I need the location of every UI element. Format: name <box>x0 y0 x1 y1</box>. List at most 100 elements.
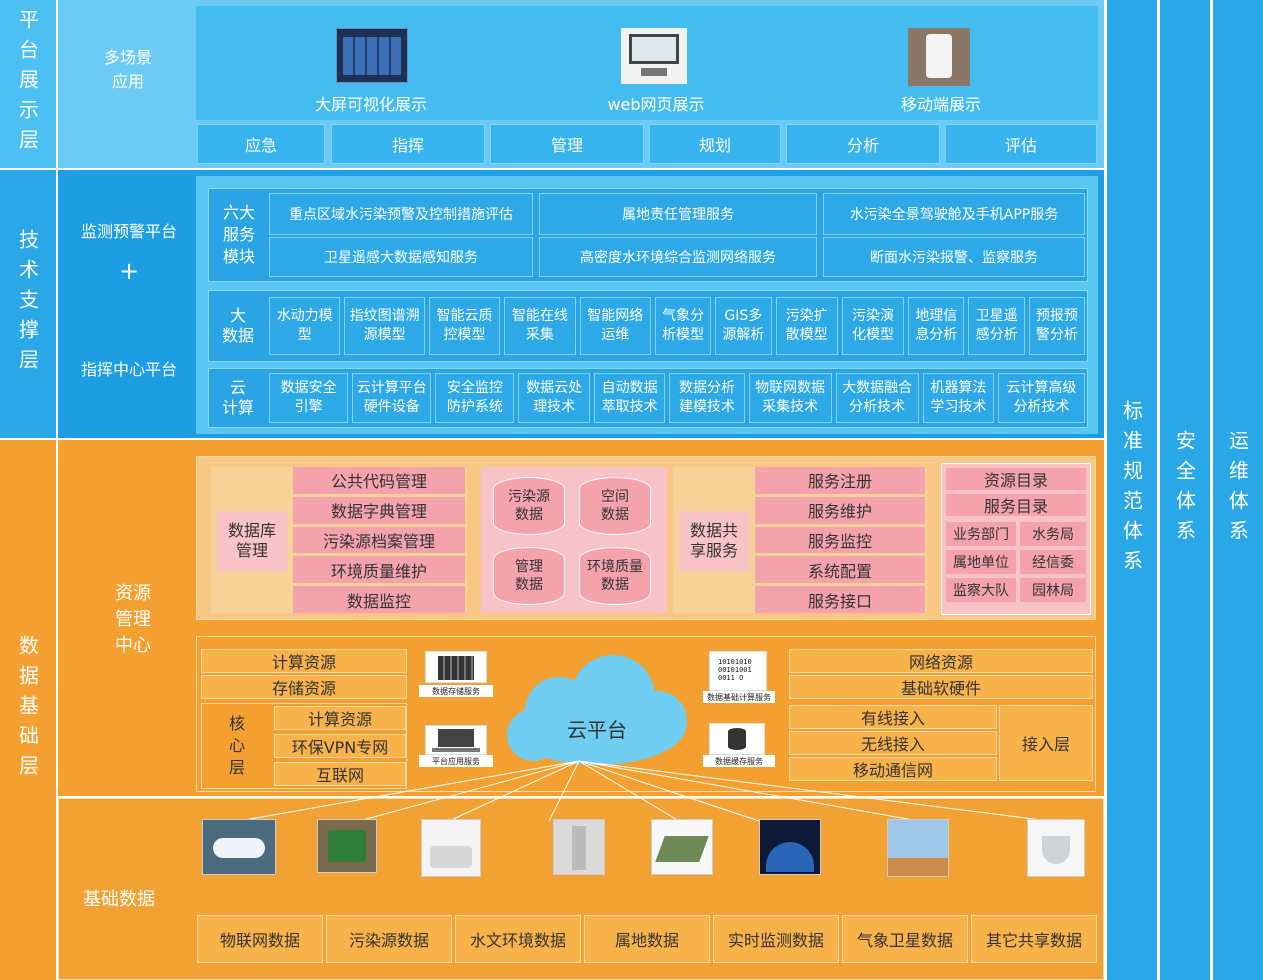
monitor-platform-label: 监测预警平台 <box>80 222 177 241</box>
cloud-platform-box: 计算资源 存储资源 核 心 层 计算资源 环保VPN专网 互联网 数据存储服务 … <box>196 636 1096 792</box>
db-spatial: 空间 数据 <box>579 477 651 535</box>
cloud-data-processing[interactable]: 数据云处 理技术 <box>518 373 590 423</box>
platform-panel: 多场景 应用 大屏可视化展示 web网页展示 移动端展示 应急 指挥 管理 规划… <box>58 0 1104 168</box>
share-interface[interactable]: 服务接口 <box>755 586 925 613</box>
service-section-alarm[interactable]: 断面水污染报警、监察服务 <box>823 237 1085 277</box>
camera-image <box>1027 819 1085 877</box>
column-ops: 运维体系 <box>1213 0 1263 980</box>
access-wired[interactable]: 有线接入 <box>789 705 997 729</box>
weather-station-image <box>887 819 949 877</box>
service-monitor-network[interactable]: 高密度水环境综合监测网络服务 <box>539 237 817 277</box>
tab-command[interactable]: 指挥 <box>331 124 485 164</box>
item-forecast[interactable]: 预报预 警分析 <box>1028 297 1086 355</box>
item-network-ops[interactable]: 智能网络 运维 <box>579 297 651 355</box>
share-group: 数据共 享服务 服务注册 服务维护 服务监控 系统配置 服务接口 <box>673 467 927 613</box>
cache-service-label: 数据缓存服务 <box>703 755 775 767</box>
item-gis[interactable]: GIS多 源解析 <box>715 297 772 355</box>
cloud-data-extract[interactable]: 自动数据 萃取技术 <box>593 373 666 423</box>
tab-manage[interactable]: 管理 <box>490 124 644 164</box>
core-internet[interactable]: 互联网 <box>274 762 406 786</box>
service-cockpit-app[interactable]: 水污染全景驾驶舱及手机APP服务 <box>823 193 1085 235</box>
model-diffusion[interactable]: 污染扩 散模型 <box>775 297 838 355</box>
column-standards-label: 标准规范体系 <box>1119 400 1144 580</box>
tab-evaluate[interactable]: 评估 <box>945 124 1097 164</box>
access-wireless[interactable]: 无线接入 <box>789 731 997 755</box>
display-big-screen: 大屏可视化展示 <box>314 95 427 114</box>
tab-emergency[interactable]: 应急 <box>197 124 325 164</box>
service-territorial[interactable]: 属地责任管理服务 <box>539 193 817 235</box>
catalog-water-bureau[interactable]: 水务局 <box>1020 522 1086 546</box>
mgmt-data-dictionary[interactable]: 数据字典管理 <box>293 496 465 524</box>
network-resource[interactable]: 网络资源 <box>789 649 1093 673</box>
mgmt-public-code[interactable]: 公共代码管理 <box>293 467 465 494</box>
catalog-inspection-team[interactable]: 监察大队 <box>946 578 1016 602</box>
service-regional-warning[interactable]: 重点区域水污染预警及控制措施评估 <box>269 193 533 235</box>
catalog-territorial-unit[interactable]: 属地单位 <box>946 550 1016 574</box>
base-realtime[interactable]: 实时监测数据 <box>713 915 839 963</box>
base-hydrology[interactable]: 水文环境数据 <box>455 915 581 963</box>
share-maintain[interactable]: 服务维护 <box>755 496 925 524</box>
catalog-economic-commission[interactable]: 经信委 <box>1020 550 1086 574</box>
access-mobile[interactable]: 移动通信网 <box>789 757 997 781</box>
core-layer-label: 核 心 层 <box>228 714 245 777</box>
basic-hardware[interactable]: 基础软硬件 <box>789 675 1093 699</box>
cloud-computing-box: 云 计算 数据安全 引擎 云计算平台 硬件设备 安全监控 防护系统 数据云处 理… <box>208 368 1088 428</box>
layer-data-label: 数据基础层 <box>15 635 40 785</box>
display-web: web网页展示 <box>607 95 705 114</box>
share-config[interactable]: 系统配置 <box>755 556 925 584</box>
left-compute-resource[interactable]: 计算资源 <box>201 649 407 673</box>
left-storage-resource[interactable]: 存储资源 <box>201 675 407 699</box>
model-weather[interactable]: 气象分 析模型 <box>654 297 712 355</box>
circuit-board-image <box>317 819 377 873</box>
cloud-data-modeling[interactable]: 数据分析 建模技术 <box>669 373 745 423</box>
cloud-hardware[interactable]: 云计算平台 硬件设备 <box>352 373 432 423</box>
core-compute[interactable]: 计算资源 <box>274 706 406 730</box>
display-box: 大屏可视化展示 web网页展示 移动端展示 <box>196 6 1098 120</box>
item-geo-info[interactable]: 地理信 息分析 <box>908 297 965 355</box>
resource-mgmt-box: 数据库 管理 公共代码管理 数据字典管理 污染源档案管理 环境质量维护 数据监控… <box>196 456 1096 620</box>
cloud-platform-label: 云平台 <box>567 717 627 742</box>
model-fingerprint[interactable]: 指纹图谱溯 源模型 <box>344 297 425 355</box>
cloud-security-engine[interactable]: 数据安全 引擎 <box>269 373 349 423</box>
catalog-garden-bureau[interactable]: 园林局 <box>1020 578 1086 602</box>
catalog-service[interactable]: 服务目录 <box>946 494 1086 516</box>
cloud-iot-collect[interactable]: 物联网数据 采集技术 <box>748 373 832 423</box>
model-cloud-qc[interactable]: 智能云质 控模型 <box>428 297 501 355</box>
model-hydrodynamic[interactable]: 水动力模 型 <box>269 297 341 355</box>
bigdata-label: 大 数据 <box>221 306 254 345</box>
base-weather-satellite[interactable]: 气象卫星数据 <box>842 915 968 963</box>
tech-panel: 监测预警平台 + 指挥中心平台 六大 服务 模块 重点区域水污染预警及控制措施评… <box>58 170 1104 438</box>
tab-analysis[interactable]: 分析 <box>786 124 940 164</box>
mgmt-env-quality[interactable]: 环境质量维护 <box>293 556 465 584</box>
cloud-security-monitor[interactable]: 安全监控 防护系统 <box>435 373 515 423</box>
item-satellite-analysis[interactable]: 卫星遥 感分析 <box>968 297 1025 355</box>
connection-lines <box>238 760 1050 822</box>
mgmt-pollution-archive[interactable]: 污染源档案管理 <box>293 526 465 554</box>
cloud-advanced[interactable]: 云计算高级 分析技术 <box>998 373 1085 423</box>
platform-app-service-label: 平台应用服务 <box>419 755 493 767</box>
layer-platform-label: 平台展示层 <box>15 9 40 159</box>
compute-service-label: 数据基础计算服务 <box>703 691 775 703</box>
mobile-image <box>908 28 970 86</box>
share-register[interactable]: 服务注册 <box>755 467 925 494</box>
layer-tech: 技术支撑层 <box>0 170 56 438</box>
tab-plan[interactable]: 规划 <box>649 124 781 164</box>
base-other[interactable]: 其它共享数据 <box>971 915 1097 963</box>
layer-data: 数据基础层 <box>0 440 56 980</box>
model-evolution[interactable]: 污染演 化模型 <box>841 297 905 355</box>
base-iot[interactable]: 物联网数据 <box>197 915 323 963</box>
cloud-ml[interactable]: 机器算法 学习技术 <box>922 373 995 423</box>
share-monitor[interactable]: 服务监控 <box>755 526 925 554</box>
service-satellite[interactable]: 卫星遥感大数据感知服务 <box>269 237 533 277</box>
catalog-resource[interactable]: 资源目录 <box>946 468 1086 490</box>
cloud-fusion[interactable]: 大数据融合 分析技术 <box>835 373 919 423</box>
mgmt-data-monitor[interactable]: 数据监控 <box>293 586 465 613</box>
sensor-probe-image <box>421 819 481 877</box>
core-vpn[interactable]: 环保VPN专网 <box>274 734 406 758</box>
catalog-business-dept[interactable]: 业务部门 <box>946 522 1016 546</box>
item-online-collect[interactable]: 智能在线 采集 <box>504 297 576 355</box>
base-pollution[interactable]: 污染源数据 <box>326 915 452 963</box>
resource-center-label: 资源 管理 中心 <box>115 583 151 656</box>
base-territorial[interactable]: 属地数据 <box>584 915 710 963</box>
